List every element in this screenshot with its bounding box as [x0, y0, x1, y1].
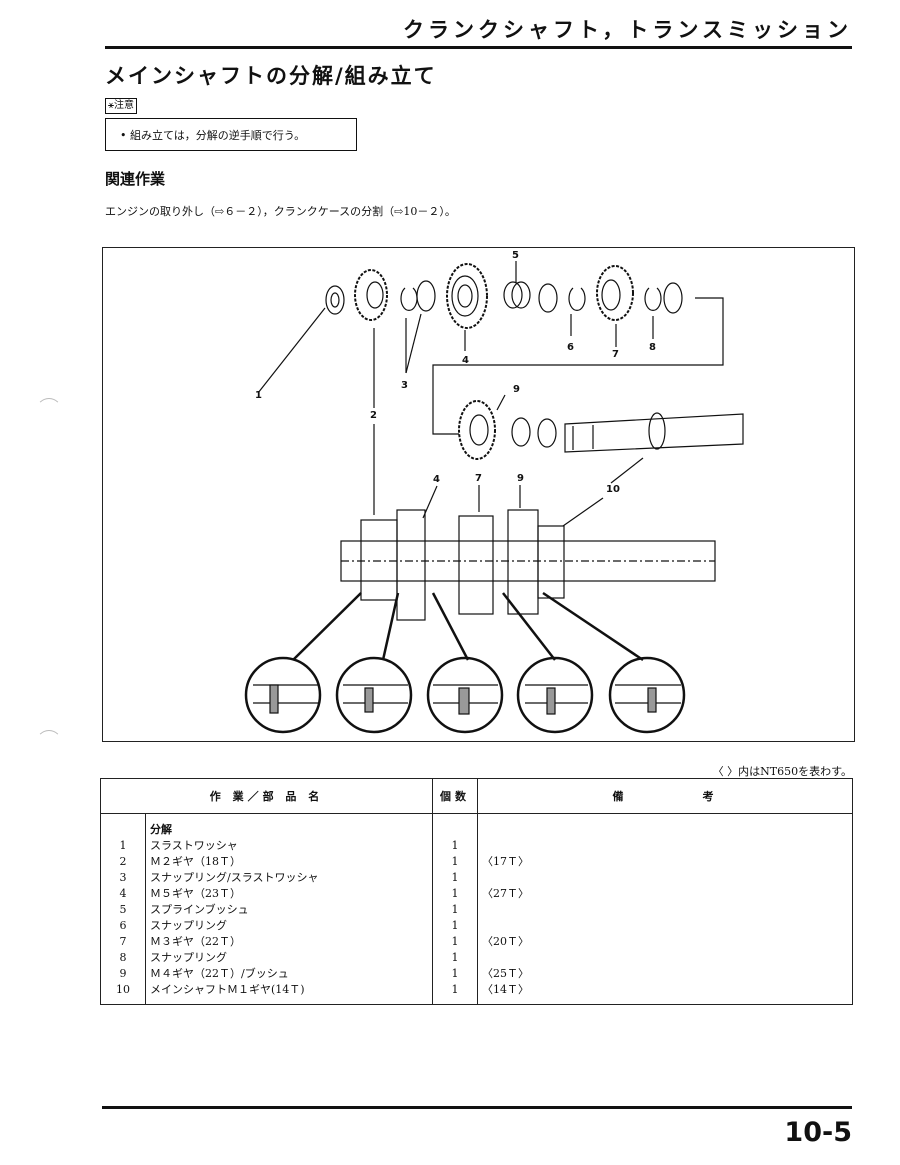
assembled-shaft: [340, 485, 716, 621]
row-no: 6: [100, 918, 146, 934]
table-row: 4 Ｍ５ギヤ（23Ｔ） 1 〈27Ｔ〉: [100, 886, 853, 902]
row-name: スプラインブッシュ: [145, 902, 433, 918]
row-remark: 〈25Ｔ〉: [477, 966, 853, 982]
header-remarks: 備 考: [477, 778, 853, 814]
row-no: 4: [100, 886, 146, 902]
detail-circle-contents: [253, 684, 681, 715]
row-count: 1: [432, 950, 478, 966]
snap-ring-washer-part: [400, 280, 436, 312]
punch-hole-mark: [36, 730, 62, 756]
row-no: 10: [100, 982, 146, 1005]
table-header-row: 作 業／部 品 名 個数 備 考: [100, 778, 853, 814]
callout-8: 8: [649, 342, 656, 353]
row-remark: [477, 870, 853, 886]
caution-box: • 組み立ては，分解の逆手順で行う。: [105, 118, 357, 151]
row-count: 1: [432, 870, 478, 886]
nt650-note: 〈 〉内はNT650を表わす。: [712, 765, 852, 778]
row-no: 8: [100, 950, 146, 966]
row-name: スラストワッシャ: [145, 838, 433, 854]
thrust-washer-part: [325, 285, 345, 315]
row-remark: [477, 950, 853, 966]
spline-bushing-part: [503, 281, 531, 309]
row-no: 5: [100, 902, 146, 918]
callout-5: 5: [512, 250, 519, 261]
callout-1: 1: [255, 390, 262, 401]
row-remark: 〈20Ｔ〉: [477, 934, 853, 950]
row-no: 9: [100, 966, 146, 982]
snap-ring-8-part: [644, 282, 683, 314]
header-rule: [105, 46, 852, 49]
row-count: 1: [432, 918, 478, 934]
row-no: 1: [100, 838, 146, 854]
callout-4b: 4: [433, 474, 440, 485]
mainshaft-part: [564, 412, 744, 453]
row-count: 1: [432, 934, 478, 950]
row-name: Ｍ３ギヤ（22Ｔ）: [145, 934, 433, 950]
row-count: 1: [432, 902, 478, 918]
callout-4: 4: [462, 355, 469, 366]
related-work-heading: 関連作業: [105, 170, 166, 188]
group-row: 分解: [100, 822, 853, 838]
m5-gear-part: [446, 263, 488, 329]
callout-7b: 7: [475, 473, 482, 484]
row-count: 1: [432, 966, 478, 982]
group-label: 分解: [145, 822, 433, 838]
m2-gear-part: [354, 269, 388, 321]
row-name: スナップリング/スラストワッシャ: [145, 870, 433, 886]
row-no: 7: [100, 934, 146, 950]
header-count: 個数: [432, 778, 478, 814]
table-row: 2 Ｍ２ギヤ（18Ｔ） 1 〈17Ｔ〉: [100, 854, 853, 870]
callout-9b: 9: [517, 473, 524, 484]
row-remark: [477, 918, 853, 934]
callout-6: 6: [567, 342, 574, 353]
table-row: 5 スプラインブッシュ 1: [100, 902, 853, 918]
row-no: 2: [100, 854, 146, 870]
callout-9: 9: [513, 384, 520, 395]
row-remark: [477, 838, 853, 854]
row-name: Ｍ２ギヤ（18Ｔ）: [145, 854, 433, 870]
parts-table: 作 業／部 品 名 個数 備 考 分解 1 スラストワッシャ 1 2 Ｍ２ギヤ（…: [100, 778, 853, 1005]
callout-7: 7: [612, 349, 619, 360]
diagram-drawing: 1 2 3 4 5 6 7 8 9 10 4 7 9: [244, 250, 744, 734]
section-title: メインシャフトの分解/組み立て: [105, 64, 437, 88]
row-no: 3: [100, 870, 146, 886]
callout-2: 2: [370, 410, 377, 421]
row-remark: [477, 902, 853, 918]
table-row: 8 スナップリング 1: [100, 950, 853, 966]
snap-ring-part: [538, 283, 586, 313]
callout-3: 3: [401, 380, 408, 391]
row-name: Ｍ５ギヤ（23Ｔ）: [145, 886, 433, 902]
row-remark: 〈27Ｔ〉: [477, 886, 853, 902]
related-work-text: エンジンの取り外し（⇨６－２），クランクケースの分割（⇨10－２）。: [105, 205, 456, 218]
row-name: メインシャフトＭ１ギヤ(14Ｔ): [145, 982, 433, 1005]
punch-hole-mark: [36, 398, 62, 424]
row-count: 1: [432, 838, 478, 854]
header-part-name: 作 業／部 品 名: [100, 778, 433, 814]
table-row: 9 Ｍ４ギヤ（22Ｔ）/ブッシュ 1 〈25Ｔ〉: [100, 966, 853, 982]
page-number: 10-5: [784, 1117, 852, 1148]
mainshaft-exploded-diagram: 1 2 3 4 5 6 7 8 9 10 4 7 9: [102, 247, 855, 742]
header-title: クランクシャフト，トランスミッション: [403, 18, 852, 42]
m4-gear-part: [458, 400, 557, 460]
m3-gear-part: [596, 265, 634, 321]
row-name: スナップリング: [145, 950, 433, 966]
row-name: スナップリング: [145, 918, 433, 934]
table-row: 1 スラストワッシャ 1: [100, 838, 853, 854]
row-remark: 〈17Ｔ〉: [477, 854, 853, 870]
row-count: 1: [432, 886, 478, 902]
footer-rule: [102, 1106, 852, 1109]
caution-tag: ⚹注意: [105, 98, 137, 114]
callout-10: 10: [606, 484, 620, 495]
row-name: Ｍ４ギヤ（22Ｔ）/ブッシュ: [145, 966, 433, 982]
table-row: 7 Ｍ３ギヤ（22Ｔ） 1 〈20Ｔ〉: [100, 934, 853, 950]
detail-circles: [244, 591, 686, 734]
row-remark: 〈14Ｔ〉: [477, 982, 853, 1005]
table-row: 10 メインシャフトＭ１ギヤ(14Ｔ) 1 〈14Ｔ〉: [100, 982, 853, 1005]
table-row: 3 スナップリング/スラストワッシャ 1: [100, 870, 853, 886]
row-count: 1: [432, 854, 478, 870]
row-count: 1: [432, 982, 478, 1005]
table-row: 6 スナップリング 1: [100, 918, 853, 934]
